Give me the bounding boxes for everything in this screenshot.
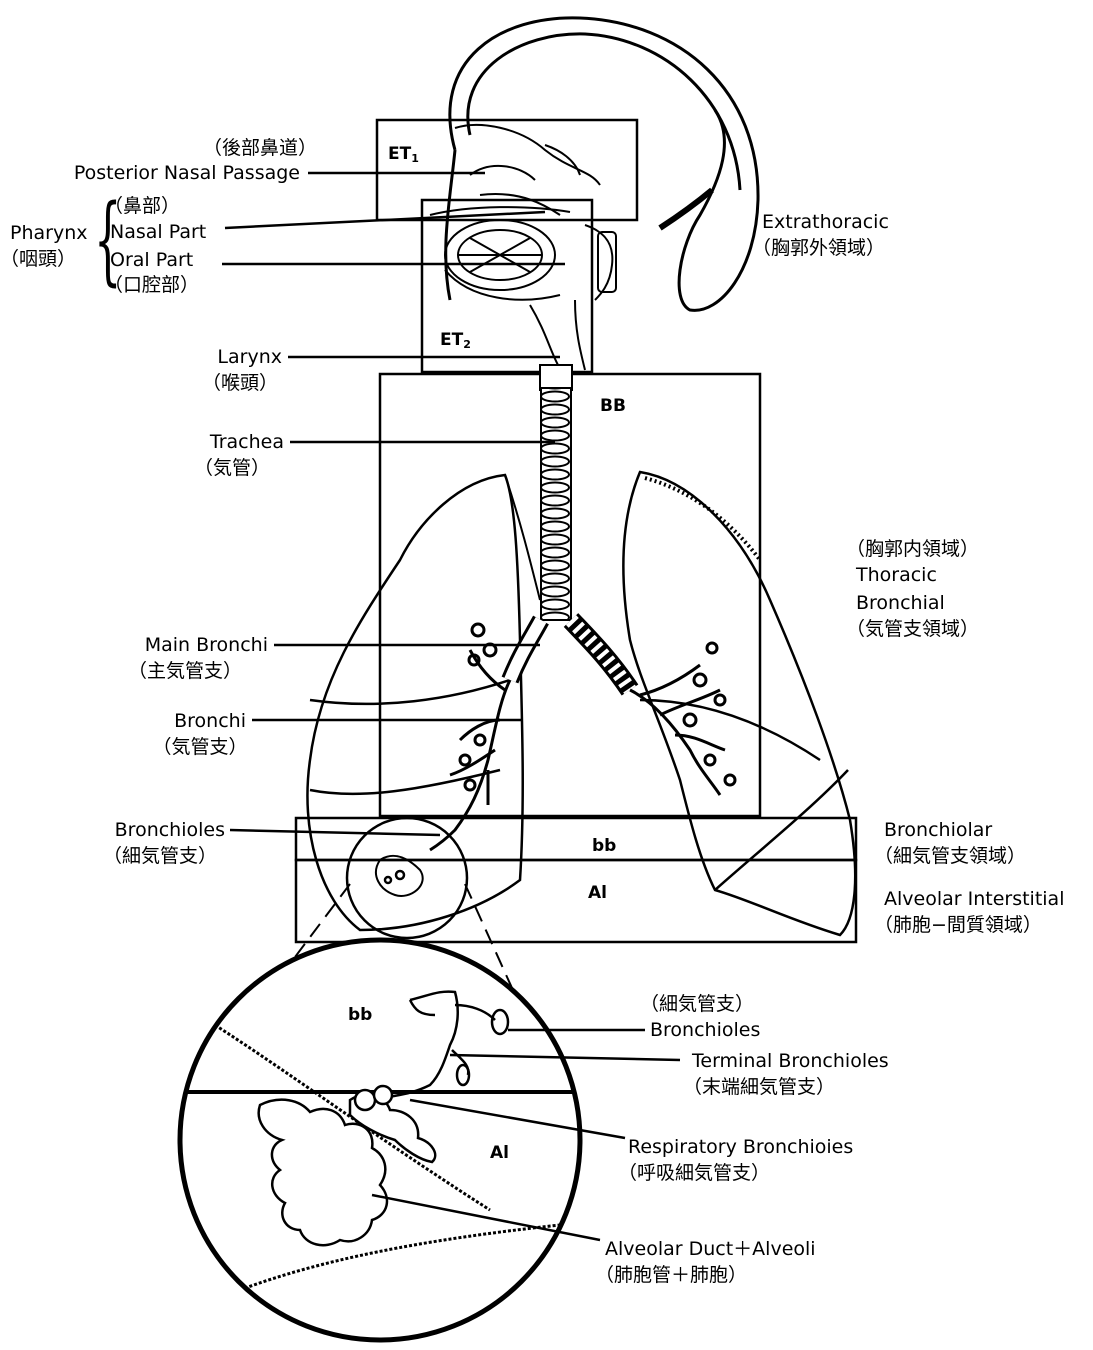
et2-label: ET2	[440, 330, 471, 355]
nasal-part-label: Nasal Part	[110, 221, 206, 243]
larynx-ja: （喉頭）	[200, 372, 280, 394]
posterior-nasal-passage-label: Posterior Nasal Passage	[20, 162, 300, 184]
et1-subscript: 1	[411, 152, 419, 165]
oral-part-ja: （口腔部）	[104, 274, 199, 296]
main-bronchi-ja: （主気管支）	[120, 660, 250, 682]
bronchi-ja: （気管支）	[145, 736, 255, 758]
bb-upper-label: BB	[600, 396, 626, 416]
et1-label: ET1	[388, 144, 419, 169]
et2-text: ET	[440, 330, 463, 350]
alveolar-interstitial-label: Alveolar Interstitial	[884, 888, 1064, 910]
bronchial-tree-left	[630, 643, 735, 795]
zoom-bronchioles-label: Bronchioles	[650, 1019, 760, 1041]
thoracic-ja: （胸郭内領域）	[846, 538, 979, 560]
respiratory-bronchioles-ja: （呼吸細気管支）	[618, 1162, 770, 1184]
zoom-al-label: Al	[490, 1143, 509, 1163]
bronchioles-label: Bronchioles	[80, 819, 225, 841]
et1-text: ET	[388, 144, 411, 164]
et1-box	[377, 120, 637, 220]
larynx-label: Larynx	[160, 346, 282, 368]
bronchial-label: Bronchial	[856, 592, 945, 614]
et2-subscript: 2	[463, 338, 471, 351]
main-bronchi-label: Main Bronchi	[100, 634, 268, 656]
left-lung	[623, 472, 855, 935]
al-label: Al	[588, 883, 607, 903]
zoom-bronchioles-ja: （細気管支）	[640, 993, 754, 1015]
bronchial-ja: （気管支領域）	[846, 618, 979, 640]
lungs	[307, 472, 855, 935]
trachea-label: Trachea	[160, 431, 284, 453]
terminal-bronchioles-label: Terminal Bronchioles	[692, 1050, 889, 1072]
terminal-bronchioles-ja: （末端細気管支）	[683, 1076, 835, 1098]
posterior-nasal-passage-ja: （後部鼻道）	[190, 137, 330, 159]
respiratory-bronchioles-label: Respiratory Bronchioies	[628, 1136, 853, 1158]
head-outline	[446, 18, 758, 311]
bb-lower-label: bb	[592, 836, 616, 856]
pharynx-label: Pharynx	[10, 222, 87, 244]
alveolar-interstitial-ja: （肺胞−間質領域）	[874, 914, 1042, 936]
extrathoracic-ja: （胸郭外領域）	[752, 237, 885, 259]
alveolar-duct-label: Alveolar Duct＋Alveoli	[605, 1238, 816, 1260]
thoracic-label: Thoracic	[856, 564, 937, 586]
pharynx-ja: （咽頭）	[0, 248, 76, 270]
bronchiolar-ja: （細気管支領域）	[874, 845, 1026, 867]
trachea-ja: （気管）	[192, 457, 272, 479]
alveolar-duct-ja: （肺胞管＋肺胞）	[595, 1264, 747, 1286]
chest-outline	[505, 475, 540, 600]
bronchi-label: Bronchi	[120, 710, 246, 732]
zoom-bb-label: bb	[348, 1005, 372, 1025]
oral-part-label: Oral Part	[110, 249, 193, 271]
bronchiolar-label: Bronchiolar	[884, 819, 992, 841]
extrathoracic-label: Extrathoracic	[762, 211, 889, 233]
alveolar-detail-small	[347, 818, 467, 938]
bronchioles-ja: （細気管支）	[95, 845, 225, 867]
nasal-part-ja: （鼻部）	[104, 195, 180, 217]
zoom-circle	[170, 940, 590, 1340]
